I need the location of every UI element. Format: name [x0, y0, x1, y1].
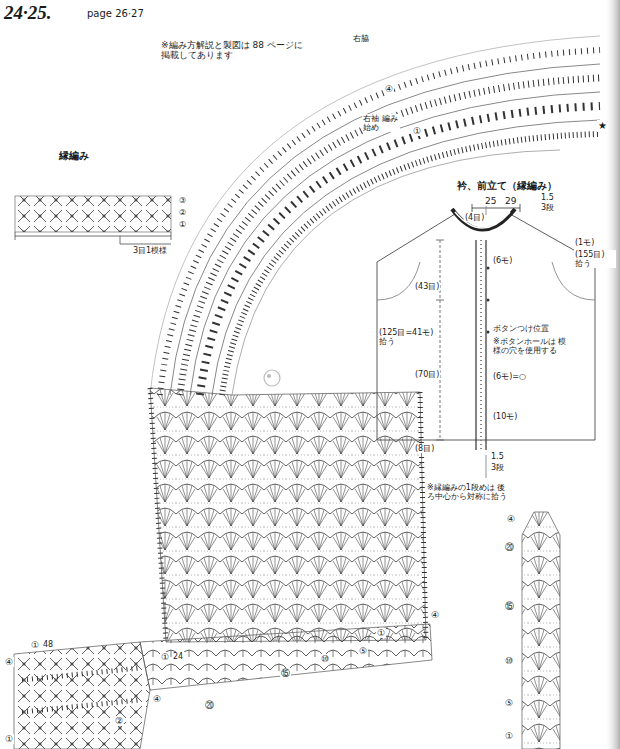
- chart-label: (6モ): [492, 256, 513, 265]
- chart-label: ①: [30, 640, 40, 650]
- chart-label: (8目): [414, 444, 435, 453]
- chart-label: 右袖 編み始め: [362, 114, 400, 132]
- chart-label: (125目=41モ) 拾う: [378, 328, 438, 346]
- chart-label: 29: [504, 196, 517, 206]
- chart-label: ④: [152, 694, 162, 704]
- chart-label: ※縁編みの1段めは 後ろ中心から対称に拾う: [426, 483, 510, 501]
- chart-label: ①: [4, 734, 14, 744]
- edging-corner: [14, 642, 150, 749]
- chart-label: ①: [160, 652, 170, 662]
- edging-sample: [15, 196, 171, 232]
- chart-label: ④: [384, 84, 394, 94]
- button-marks: [487, 267, 490, 334]
- chart-label: (43目): [414, 282, 440, 291]
- chart-label: ①: [412, 126, 422, 136]
- chart-label: ④: [4, 657, 14, 667]
- chart-label: (70目): [414, 370, 440, 379]
- chart-label: ⑤: [504, 698, 514, 708]
- garment-schematic: [377, 200, 595, 478]
- chart-label: ⑩: [504, 656, 514, 666]
- watermark: [264, 370, 280, 386]
- chart-label: 1.5: [490, 452, 505, 461]
- chart-label: ③: [178, 196, 187, 205]
- chart-label: ④: [430, 610, 440, 620]
- chart-label: ボタンつけ位置: [492, 324, 550, 333]
- chart-label: ⑤: [358, 646, 368, 656]
- curved-band: [150, 36, 600, 395]
- chart-label: (10モ): [492, 412, 518, 421]
- chart-label: 24: [172, 652, 184, 661]
- chart-label: page 26·27: [86, 8, 145, 20]
- chart-label: ①: [376, 628, 386, 638]
- chart-label: ※ボタンホールは 模様の穴を使用する: [492, 337, 568, 355]
- chart-label: ★: [597, 120, 608, 132]
- chart-label: ②: [178, 208, 187, 217]
- chart-label: ④: [506, 514, 516, 524]
- chart-label: ※編み方解説と製図は 88 ページに 掲載してあります: [160, 40, 312, 61]
- chart-label: 右脇: [352, 34, 370, 43]
- chart-label: ⑳: [504, 542, 515, 552]
- chart-label: 25: [484, 196, 497, 206]
- chart-label: ⑩: [320, 654, 330, 664]
- chart-label: 48: [42, 640, 54, 649]
- chart-label: (6モ)=○: [492, 372, 527, 381]
- chart-label: (1モ): [574, 238, 595, 247]
- section-heading: 縁編み: [58, 150, 90, 162]
- stitch-panel: [150, 388, 426, 642]
- chart-label: ①: [504, 731, 514, 741]
- chart-label: 3段: [490, 463, 505, 472]
- chart-label: 1.5: [540, 193, 555, 202]
- bottom-strip: [140, 624, 432, 690]
- chart-label: ①: [178, 220, 187, 229]
- chart-label: ⑳: [204, 700, 215, 710]
- band-strip: [522, 512, 560, 749]
- chart-label: ⑮: [280, 668, 291, 678]
- chart-label: ②: [114, 716, 124, 726]
- section-heading: 衿、前立て（縁編み）: [456, 180, 558, 192]
- page-number: 24·25.: [4, 2, 52, 24]
- chart-label: ⑮: [504, 601, 515, 611]
- chart-label: 3目1模様: [132, 246, 168, 255]
- repeat-bracket: [15, 232, 171, 244]
- chart-label: (4目): [464, 213, 485, 222]
- chart-label: (155目) 拾う: [574, 250, 616, 268]
- binding-shadow: [604, 0, 620, 749]
- chart-label: 3段: [540, 203, 555, 212]
